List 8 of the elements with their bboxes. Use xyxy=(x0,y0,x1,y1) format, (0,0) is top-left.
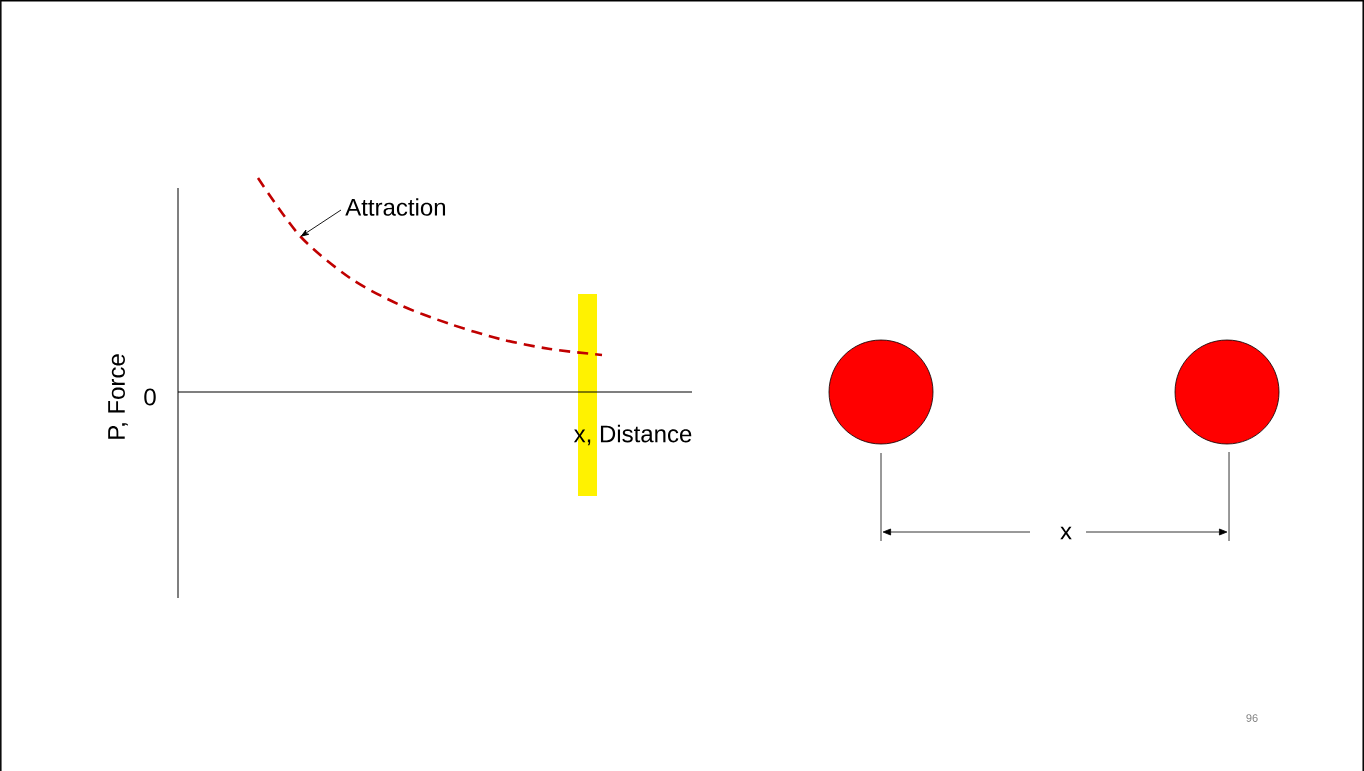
leader-arrow xyxy=(300,209,342,237)
page-number: 96 xyxy=(1246,714,1258,722)
ball xyxy=(828,339,934,445)
dashed-curve xyxy=(256,177,603,357)
ball xyxy=(1174,339,1280,445)
dimension-label: x xyxy=(1060,526,1072,540)
axis-tick-label: 0 xyxy=(144,388,156,406)
axis-label: P, Force xyxy=(108,354,128,439)
